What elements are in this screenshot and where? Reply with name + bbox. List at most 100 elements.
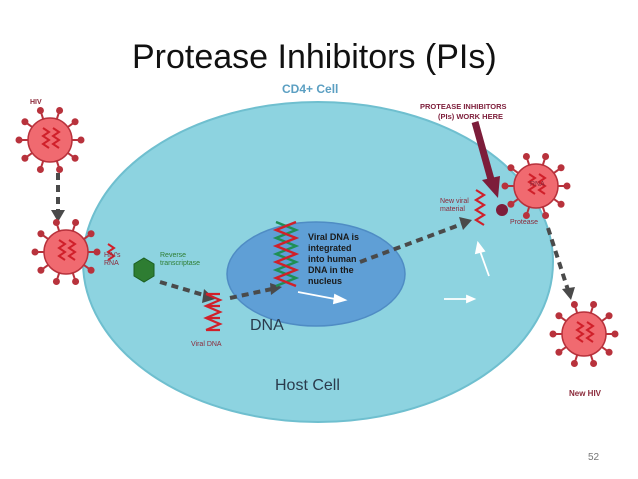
budding-rna-label: RNA — [530, 181, 545, 188]
nucleus-text: Viral DNA is integrated into human DNA i… — [308, 232, 362, 286]
flow-arrows — [56, 173, 570, 300]
pi-callout-label-line-2: (PIs) WORK HERE — [438, 112, 503, 121]
virus-hiv-entering — [31, 219, 101, 285]
virus-spike-tip — [570, 359, 578, 367]
virus-spike-tip — [37, 230, 45, 238]
virus-spike-tip — [549, 330, 557, 338]
nucleus-text-line-1: Viral DNA is — [308, 232, 359, 242]
virus-budding — [501, 153, 571, 219]
virus-spike-tip — [36, 165, 44, 173]
virus-spike-tip — [563, 182, 571, 190]
white-arrowhead-right — [466, 294, 477, 304]
virus-rna — [537, 173, 547, 195]
white-arrow-dna — [297, 291, 336, 300]
nucleus-text-line-5: nucleus — [308, 276, 342, 286]
virus-rna — [41, 127, 51, 149]
slide-number: 52 — [588, 452, 600, 463]
hiv-rna-strand — [106, 243, 116, 261]
hiv-rna-label-line-1: HIV's — [104, 252, 121, 259]
virus-spike-tip — [570, 301, 578, 309]
virus-spike-tip — [557, 164, 565, 172]
virus-spike-tip — [507, 164, 515, 172]
protease-label: Protease — [510, 219, 538, 226]
protease-icon — [496, 204, 508, 216]
virus-spike-tip — [522, 153, 530, 161]
virus-spike-tip — [56, 107, 64, 115]
arrow-to-dna — [159, 280, 208, 298]
new-viral-material-label-line-2: material — [440, 206, 465, 213]
virus-spike-tip — [557, 200, 565, 208]
viral-dna-helix — [203, 292, 223, 332]
reverse-transcriptase-label: Reverse transcriptase — [160, 252, 200, 267]
white-arrowhead-up — [474, 240, 486, 255]
dna-overlay-label: DNA — [250, 317, 284, 334]
hiv-rna-label-line-2: RNA — [104, 260, 119, 267]
virus-spike-tip — [605, 312, 613, 320]
virus-spike-tip — [507, 200, 515, 208]
virus-spike-tip — [590, 301, 598, 309]
pi-callout-arrow — [471, 121, 496, 184]
reverse-transcriptase-label-line-2: transcriptase — [160, 260, 200, 267]
virus-spike-tip — [87, 230, 95, 238]
virus-spike-tip — [52, 277, 60, 285]
new-viral-material-label: New viral material — [440, 198, 471, 213]
virus-rna — [585, 321, 595, 343]
hiv-rna-label: HIV's RNA — [104, 252, 122, 267]
arrow-to-new-material — [359, 222, 463, 264]
virus-rna — [67, 239, 77, 261]
virus-spike-tip — [56, 165, 64, 173]
virus-new-hiv — [549, 301, 619, 367]
new-viral-material-label-line-1: New viral — [440, 198, 469, 205]
virus-spike-tip — [71, 118, 79, 126]
virus-spike-tip — [71, 154, 79, 162]
virus-spike-tip — [590, 359, 598, 367]
virus-spike-tip — [31, 248, 39, 256]
nucleus-text-line-4: DNA in the — [308, 265, 354, 275]
integrated-dna-helix — [272, 220, 300, 288]
white-arrowhead-dna — [332, 293, 348, 305]
virus-spike-tip — [21, 154, 29, 162]
virus-spike-tip — [36, 107, 44, 115]
virus-spike-tip — [72, 277, 80, 285]
virus-spike-tip — [21, 118, 29, 126]
virus-rna — [527, 173, 537, 195]
virus-spike-tip — [605, 348, 613, 356]
slide-title: Protease Inhibitors (PIs) — [132, 38, 497, 76]
virus-hiv-outside — [15, 107, 85, 173]
virus-rna — [575, 321, 585, 343]
viral-dna-label: Viral DNA — [191, 341, 222, 348]
virus-spike-tip — [555, 348, 563, 356]
virus-spike-tip — [72, 219, 80, 227]
virus-spike-tip — [37, 266, 45, 274]
virus-spike-tip — [542, 211, 550, 219]
virus-spike-tip — [15, 136, 23, 144]
pi-callout-label: PROTEASE INHIBITORS (PIs) WORK HERE — [420, 102, 509, 121]
virus-spike-tip — [542, 153, 550, 161]
virus-spike-tip — [93, 248, 101, 256]
virus-spike-tip — [77, 136, 85, 144]
white-arrow-up — [479, 250, 490, 277]
virus-spike-tip — [611, 330, 619, 338]
virus-spike-tip — [522, 211, 530, 219]
pi-callout-label-line-1: PROTEASE INHIBITORS — [420, 102, 507, 111]
arrow-budding-out — [546, 227, 570, 291]
virus-spike-tip — [501, 182, 509, 190]
reverse-transcriptase-icon — [133, 257, 155, 283]
nucleus — [226, 221, 406, 327]
virus-rna — [51, 127, 61, 149]
host-cell-overlay-label: Host Cell — [275, 377, 340, 394]
virus-spike-tip — [555, 312, 563, 320]
white-arrows — [297, 240, 490, 305]
pi-callout-arrowhead — [482, 176, 500, 198]
virus-rna — [57, 239, 67, 261]
hiv-label: HIV — [30, 99, 42, 106]
virus-spike-tip — [52, 219, 60, 227]
arrowhead-hiv-entry — [51, 210, 65, 222]
new-viral-material-strand — [473, 189, 487, 226]
nucleus-text-line-3: into human — [308, 254, 357, 264]
nucleus-text-line-2: integrated — [308, 243, 352, 253]
arrowhead-to-new-material — [459, 217, 472, 230]
reverse-transcriptase-label-line-1: Reverse — [160, 252, 186, 259]
arrowhead-budding-out — [562, 287, 575, 300]
new-hiv-label: New HIV — [569, 389, 602, 398]
